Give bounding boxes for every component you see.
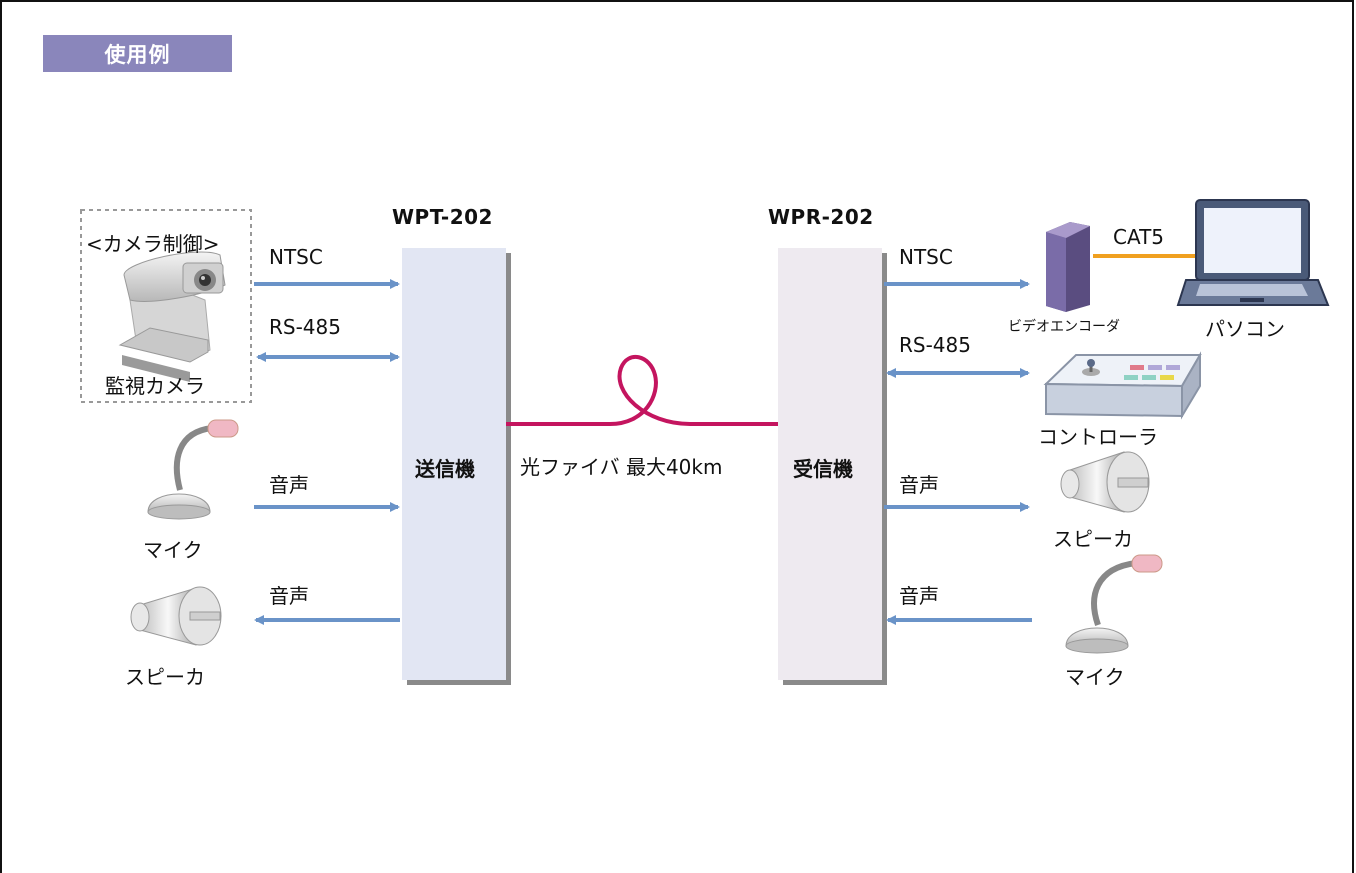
receiver-name: 受信機	[793, 457, 853, 481]
camera-label: 監視カメラ	[105, 374, 205, 398]
encoder-label: ビデオエンコーダ	[1008, 319, 1120, 335]
controller-icon	[1043, 351, 1202, 420]
section-tag: 使用例	[43, 35, 232, 72]
camera-icon	[118, 251, 226, 382]
microphone-icon-right	[1065, 554, 1163, 654]
camera-group-box	[80, 209, 252, 403]
transmitter-model: WPT-202	[392, 205, 493, 229]
signal-rs485-left: RS-485	[269, 315, 341, 339]
signal-audio-in-left: 音声	[269, 473, 309, 497]
mic-label-left: マイク	[143, 538, 203, 562]
signal-audio-in-right: 音声	[899, 584, 939, 608]
signal-audio-out-right: 音声	[899, 473, 939, 497]
signal-ntsc-right: NTSC	[899, 245, 953, 269]
camera-group-label: <カメラ制御>	[86, 232, 220, 256]
mic-label-right: マイク	[1065, 665, 1125, 689]
signal-audio-out-left: 音声	[269, 584, 309, 608]
speaker-icon-left	[130, 586, 222, 646]
microphone-icon-left	[147, 419, 239, 520]
fiber-cable	[506, 355, 778, 426]
transmitter-box	[402, 248, 506, 680]
laptop-icon	[1176, 199, 1330, 306]
speaker-label-right: スピーカ	[1053, 527, 1133, 551]
fiber-label: 光ファイバ 最大40km	[520, 455, 723, 479]
transmitter-name: 送信機	[415, 457, 475, 481]
speaker-label-left: スピーカ	[125, 665, 205, 689]
signal-rs485-right: RS-485	[899, 333, 971, 357]
controller-label: コントローラ	[1038, 425, 1158, 449]
receiver-model: WPR-202	[768, 205, 874, 229]
video-encoder-icon	[1046, 222, 1090, 312]
speaker-icon-right	[1060, 451, 1150, 513]
pc-label: パソコン	[1205, 317, 1285, 341]
cat5-label: CAT5	[1113, 225, 1165, 249]
receiver-box	[778, 248, 882, 680]
signal-ntsc-left: NTSC	[269, 245, 323, 269]
